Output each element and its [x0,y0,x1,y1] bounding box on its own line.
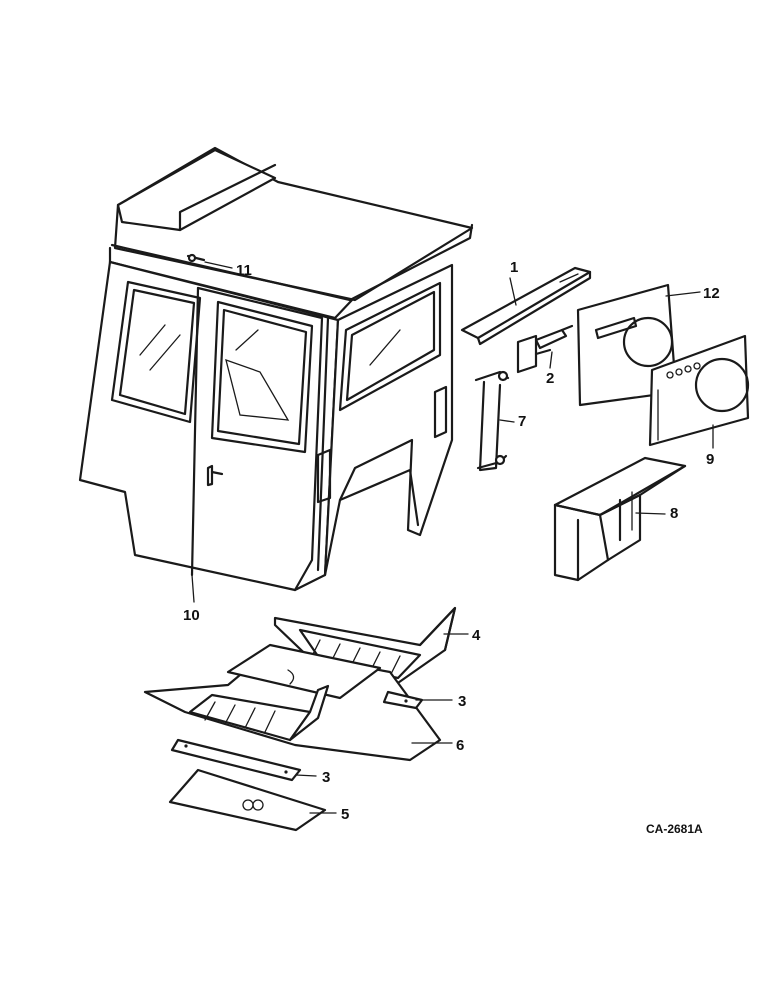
part-7-grab-handle [474,370,510,472]
part-8-shroud [553,456,687,582]
callout-2: 2 [546,370,554,387]
part-2-wiper-motor [516,324,574,374]
callout-labels: 1 2 7 12 9 8 10 11 4 3 6 3 5 CA-2681A [183,259,720,836]
callout-10: 10 [183,607,200,624]
part-5-bottom-plate [168,768,327,832]
part-3-plate-upper [382,690,424,710]
part-1-strip [460,266,592,346]
cab-assembly [78,146,474,592]
callout-5: 5 [341,806,349,823]
callout-9: 9 [706,451,714,468]
part-6-floor-plate [143,643,442,762]
part-9-control-panel [648,334,750,447]
leader-lines [191,261,714,814]
callout-1: 1 [510,259,518,276]
callout-12: 12 [703,285,720,302]
callout-3-upper: 3 [458,693,466,710]
callout-7: 7 [518,413,526,430]
callout-4: 4 [472,627,481,644]
callout-6: 6 [456,737,464,754]
part-3-plate-lower [170,738,302,782]
figure-reference: CA-2681A [646,822,703,836]
callout-8: 8 [670,505,678,522]
callout-11: 11 [236,262,252,279]
callout-3-lower: 3 [322,769,330,786]
